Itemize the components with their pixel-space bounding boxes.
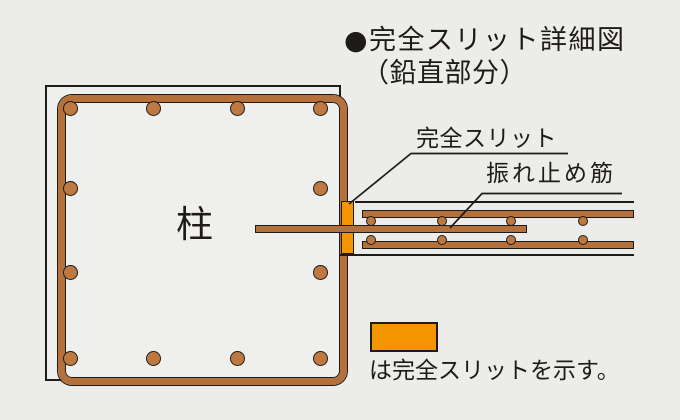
rebar-dot (312, 180, 328, 196)
wall-rebar-dot (505, 215, 516, 226)
rebar-dot (62, 100, 78, 116)
rebar-dot (312, 264, 328, 280)
wall-rebar-dot (505, 234, 516, 245)
wall-top-rebar (362, 210, 634, 218)
sway-brace-bar (255, 225, 527, 233)
wall-bottom-line (339, 254, 634, 256)
rebar-dot (62, 264, 78, 280)
column-outline (45, 85, 341, 381)
wall-rebar-dot (365, 215, 376, 226)
rebar-dot (229, 100, 245, 116)
rebar-dot (312, 350, 328, 366)
legend-slit-swatch (370, 322, 438, 352)
rebar-dot (62, 350, 78, 366)
wall-bottom-rebar (362, 241, 634, 249)
wall-top-line (355, 201, 634, 203)
rebar-dot (229, 350, 245, 366)
legend-note: は完全スリットを示す。 (369, 358, 620, 384)
rebar-dot (145, 350, 161, 366)
page-title: ●完全スリット詳細図 (344, 25, 626, 56)
wall-rebar-dot (577, 215, 588, 226)
rebar-dot (312, 100, 328, 116)
wall-rebar-dot (436, 215, 447, 226)
column-label: 柱 (176, 203, 213, 246)
wall-rebar-dot (436, 234, 447, 245)
brace-callout-label: 振れ止め筋 (486, 161, 616, 187)
rebar-dot (62, 180, 78, 196)
page-subtitle: （鉛直部分） (362, 58, 527, 89)
rebar-dot (145, 100, 161, 116)
wall-rebar-dot (365, 234, 376, 245)
wall-rebar-dot (577, 234, 588, 245)
slit-callout-label: 完全スリット (416, 126, 557, 152)
